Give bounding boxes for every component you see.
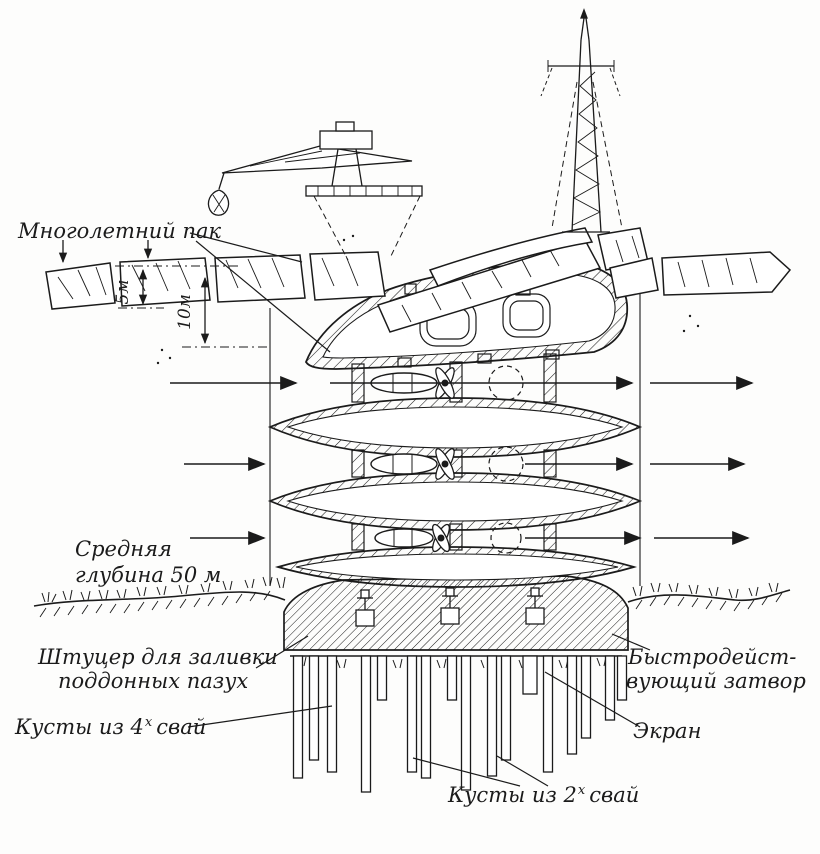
pile: [326, 655, 338, 773]
leader-lines: [187, 232, 651, 787]
pile: [406, 655, 418, 773]
dimension-10m-label: 10м: [175, 294, 195, 330]
crane-grab: [207, 189, 230, 216]
pile: [486, 655, 498, 777]
pile: [292, 655, 304, 779]
ice-floe-tilted: [376, 239, 602, 333]
filling-fittings: [355, 587, 545, 627]
ice-floe: [214, 254, 306, 303]
mast: [540, 8, 623, 233]
turbine-row-2: [370, 446, 524, 482]
pile: [566, 655, 578, 755]
fitting-valve: [440, 587, 460, 625]
chamber-room: [502, 293, 551, 338]
fitting-valve: [355, 589, 375, 627]
leader-piles2-a: [412, 757, 521, 787]
pile-field: [292, 655, 628, 793]
crane-platform: [305, 185, 423, 197]
leader-screen: [544, 671, 641, 728]
ice-floe: [119, 257, 211, 307]
pile: [376, 655, 388, 701]
speckles: [156, 234, 700, 365]
crane-boom: [221, 145, 413, 174]
pile: [420, 655, 432, 779]
ice-floe: [309, 251, 386, 301]
ice-floe: [609, 257, 659, 299]
pile: [500, 655, 512, 761]
label-pack-ice: Многолетний пак: [17, 219, 222, 243]
label-fitting-line2: поддонных пазух: [58, 669, 248, 693]
fitting-valve: [525, 587, 545, 625]
ice-floe: [661, 251, 792, 296]
dimension-10m: [182, 276, 268, 348]
ice-floe: [45, 262, 116, 310]
pontoon-lenses: [267, 397, 643, 588]
crane: [207, 121, 423, 261]
ice-cracks: [57, 235, 758, 323]
pile: [360, 655, 372, 793]
water-level-marks: [58, 240, 153, 264]
crane-cab: [319, 130, 373, 150]
flow-arrows: [170, 375, 754, 546]
pile: [460, 655, 472, 791]
leader-chamber: [195, 240, 331, 353]
rotor-sweep-circle: [490, 522, 522, 554]
leader-pack-ice: [189, 232, 303, 263]
label-depth-line1: Средняя: [75, 537, 172, 561]
label-fitting-line1: Штуцер для заливки: [37, 645, 278, 669]
leader-piles2-b: [496, 755, 549, 787]
leader-piles4: [187, 705, 333, 728]
dimension-5m-label: 5м: [113, 280, 133, 305]
mast-tip: [580, 8, 588, 19]
ice-floe-tilted: [428, 227, 594, 287]
pile: [542, 655, 554, 773]
label-screen: Экран: [633, 719, 701, 743]
label-depth-line2: глубина 50 м: [75, 563, 221, 587]
upper-chamber: [304, 261, 629, 370]
pile: [616, 655, 628, 701]
turbine-row-3: [374, 522, 522, 554]
screen-plate: [522, 655, 538, 695]
ice-layer: [45, 227, 792, 333]
label-gate-line1: Быстродейст-: [627, 645, 796, 669]
pile: [604, 655, 616, 721]
pile: [446, 655, 458, 701]
leader-fitting: [255, 635, 309, 669]
seabed: [33, 576, 791, 669]
rotor-sweep-circle: [488, 446, 524, 482]
pile: [580, 655, 592, 739]
label-gate-line2: вующий затвор: [626, 669, 806, 693]
leader-gate: [611, 633, 651, 651]
dimension-5m: [115, 265, 238, 309]
